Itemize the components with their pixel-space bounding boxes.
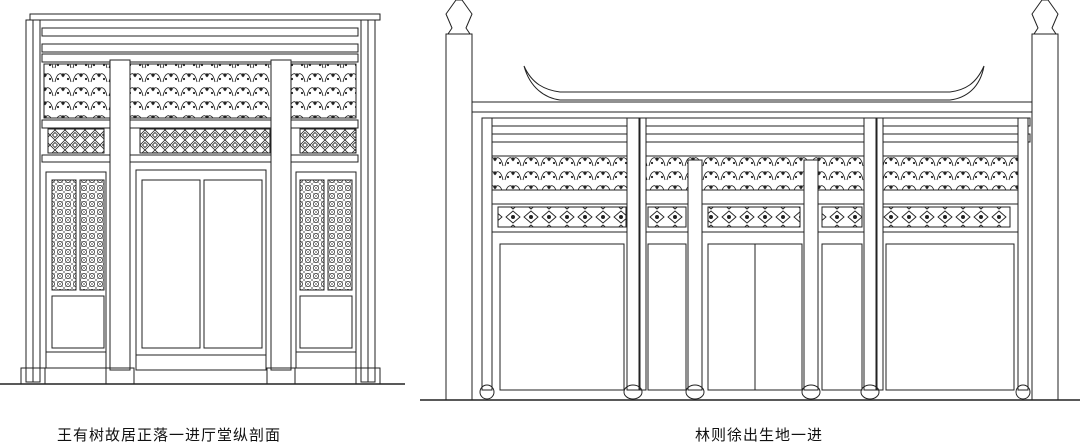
left-transom-panel-1 bbox=[47, 128, 105, 154]
right-column-1 bbox=[626, 117, 640, 391]
left-lattice-2 bbox=[79, 179, 105, 291]
left-lattice-4 bbox=[327, 179, 353, 291]
right-column-4 bbox=[863, 117, 877, 391]
left-column-base-2 bbox=[355, 367, 381, 385]
right-column-2 bbox=[687, 159, 703, 391]
left-transom-panel-3 bbox=[299, 128, 357, 154]
right-frieze-4 bbox=[821, 206, 863, 228]
right-frieze-2 bbox=[647, 206, 687, 228]
right-frieze-1 bbox=[497, 206, 627, 228]
left-carved-frieze bbox=[43, 63, 357, 119]
left-inner-base-1 bbox=[105, 367, 135, 385]
right-eave-beam bbox=[471, 101, 1033, 113]
left-column-base-1 bbox=[20, 367, 46, 385]
left-inner-column-2 bbox=[270, 59, 292, 371]
left-inner-base-2 bbox=[266, 367, 296, 385]
right-drawing-caption: 林则徐出生地一进 bbox=[695, 426, 824, 444]
left-lattice-3 bbox=[299, 179, 325, 291]
right-wall-column-2 bbox=[1031, 33, 1059, 401]
left-lattice-1 bbox=[51, 179, 77, 291]
right-column-3 bbox=[803, 159, 819, 391]
left-center-door-leaf-1 bbox=[141, 179, 201, 349]
left-drawing-caption: 王有树故居正落一进厅堂纵剖面 bbox=[57, 426, 282, 444]
right-bracket-band bbox=[491, 155, 1027, 191]
right-roof-ridge bbox=[523, 65, 985, 101]
left-top-beam bbox=[29, 13, 381, 21]
left-center-door-leaf-2 bbox=[203, 179, 263, 349]
left-inner-column-1 bbox=[109, 59, 131, 371]
left-transom-panel-2 bbox=[139, 128, 271, 154]
right-elevation bbox=[420, 0, 1080, 401]
right-frieze-5 bbox=[881, 206, 1011, 228]
right-finial-2 bbox=[1031, 0, 1059, 35]
left-elevation bbox=[0, 13, 405, 385]
right-wall-column-1 bbox=[445, 33, 473, 401]
right-frieze-3 bbox=[707, 206, 801, 228]
right-finial-1 bbox=[445, 0, 473, 35]
left-center-door-frame bbox=[135, 169, 267, 371]
